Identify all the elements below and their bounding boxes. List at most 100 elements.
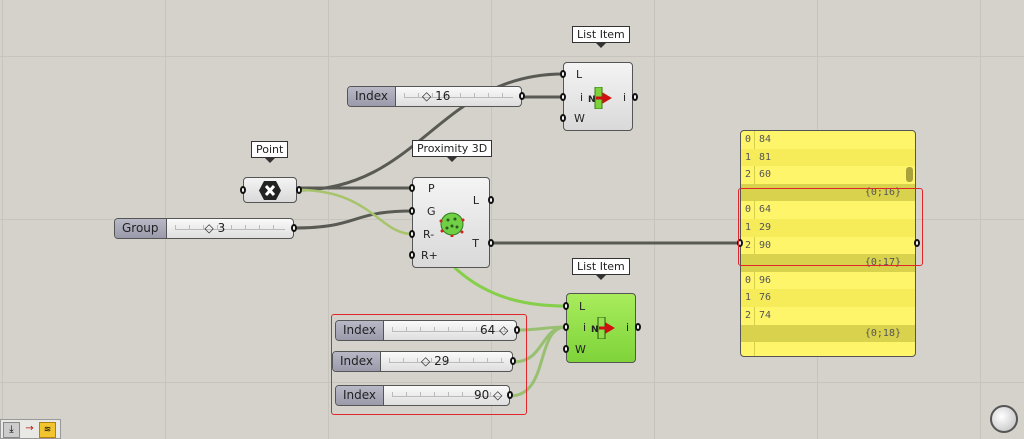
grip[interactable] — [409, 251, 415, 259]
panel-scrollbar[interactable] — [906, 167, 913, 182]
row-value: 64 — [759, 204, 772, 216]
row-value: 74 — [759, 309, 772, 321]
list-item-icon: N — [588, 87, 612, 109]
grip[interactable] — [560, 114, 566, 122]
grip[interactable] — [507, 391, 513, 399]
slider-value[interactable]: ◇ 16 — [422, 89, 451, 103]
point-param-icon — [259, 181, 281, 200]
input-R-minus[interactable]: R- — [423, 228, 435, 241]
list-item-bottom-component[interactable]: L i W i N — [566, 293, 636, 363]
input-G[interactable]: G — [427, 205, 436, 218]
point-tooltip: Point — [251, 141, 289, 163]
row-value: 96 — [759, 274, 772, 286]
slider-value-text: 29 — [434, 354, 450, 368]
input-i[interactable]: i — [583, 321, 587, 334]
slider-label: Group — [115, 219, 167, 238]
group-slider[interactable]: Group ◇ 3 — [114, 218, 294, 239]
output-L[interactable]: L — [472, 194, 479, 207]
slider-label: Index — [333, 352, 382, 371]
proximity-3d-component[interactable]: P G R- R+ L T — [412, 177, 490, 268]
input-W[interactable]: W — [575, 343, 586, 356]
row-value: 60 — [759, 169, 772, 181]
slider-value[interactable]: 64 ◇ — [480, 323, 509, 337]
wire-group-to-proximity-G — [292, 209, 414, 230]
index-slider-top[interactable]: Index ◇ 16 — [347, 86, 522, 107]
grip[interactable] — [563, 345, 569, 353]
panel-row: 2 90 — [741, 237, 915, 255]
slider-value-text: 90 — [474, 388, 490, 402]
wire-proximity-L-to-listitem-L — [453, 266, 568, 308]
row-value: 81 — [759, 151, 772, 163]
row-value: 90 — [759, 239, 772, 251]
index-slider-90[interactable]: Index 90 ◇ — [335, 385, 510, 406]
input-P[interactable]: P — [428, 182, 435, 195]
row-index: 0 — [745, 204, 752, 216]
slider-label: Index — [336, 386, 385, 405]
grip[interactable] — [409, 230, 415, 238]
row-value: 29 — [759, 221, 772, 233]
grip[interactable] — [296, 186, 302, 194]
grip[interactable] — [560, 70, 566, 78]
proximity-tooltip: Proximity 3D — [412, 140, 493, 162]
row-index: 2 — [745, 309, 752, 321]
sketch-icon[interactable]: ≋ — [39, 422, 56, 438]
grip[interactable] — [519, 92, 525, 100]
grip[interactable] — [409, 184, 415, 192]
grip[interactable] — [510, 357, 516, 365]
list-item-icon[interactable]: → — [25, 423, 34, 434]
grip[interactable] — [914, 239, 920, 247]
wire-index90-to-listitem-i — [508, 325, 568, 398]
panel-row: 2 74 — [741, 307, 915, 325]
grip[interactable] — [488, 239, 494, 247]
grip[interactable] — [563, 323, 569, 331]
grip[interactable] — [563, 302, 569, 310]
grip[interactable] — [635, 323, 641, 331]
list-item-bottom-tooltip: List Item — [572, 258, 630, 280]
row-index: 1 — [745, 221, 752, 233]
grip[interactable] — [632, 93, 638, 101]
grip[interactable] — [488, 196, 494, 204]
grip[interactable] — [560, 93, 566, 101]
slider-value-text: 16 — [435, 89, 451, 103]
slider-value[interactable]: ◇ 3 — [204, 221, 226, 235]
panel-path-row: {0;17} — [741, 254, 915, 272]
row-index: 2 — [745, 239, 752, 251]
input-L[interactable]: L — [576, 68, 583, 81]
panel-row: 0 64 — [741, 201, 915, 219]
grip[interactable] — [409, 207, 415, 215]
index-slider-64[interactable]: Index 64 ◇ — [335, 320, 517, 341]
row-index: 2 — [745, 169, 752, 181]
output-i[interactable]: i — [625, 321, 629, 334]
slider-value[interactable]: 90 ◇ — [474, 388, 503, 402]
slider-value-text: 64 — [480, 323, 496, 337]
output-i[interactable]: i — [622, 91, 626, 104]
canvas-navigator-icon[interactable] — [990, 405, 1018, 433]
input-i[interactable]: i — [580, 91, 584, 104]
grip[interactable] — [240, 186, 246, 194]
input-L[interactable]: L — [579, 300, 586, 313]
point-param[interactable] — [243, 177, 297, 203]
row-index: 0 — [745, 274, 752, 286]
input-R-plus[interactable]: R+ — [421, 249, 438, 262]
grip[interactable] — [291, 224, 297, 232]
index-slider-29[interactable]: Index ◇ 29 — [332, 351, 513, 372]
svg-text:N: N — [588, 95, 596, 105]
list-item-top-component[interactable]: L i W i N — [563, 62, 633, 131]
panel-row: 1 29 — [741, 218, 915, 237]
panel-row: 0 96 — [741, 272, 915, 290]
list-item-top-tooltip: List Item — [572, 26, 630, 48]
output-T[interactable]: T — [472, 237, 479, 250]
input-W[interactable]: W — [574, 112, 585, 125]
highlight-box-sliders — [331, 314, 527, 415]
panel-row: 2 60 — [741, 166, 915, 184]
slider-value-text: 3 — [217, 221, 226, 235]
row-index: 0 — [745, 134, 752, 145]
row-index: 1 — [745, 292, 752, 304]
slider-value[interactable]: ◇ 29 — [421, 354, 450, 368]
download-icon[interactable]: ⤓ — [3, 422, 20, 438]
slider-label: Index — [336, 321, 385, 340]
grip[interactable] — [514, 326, 520, 334]
